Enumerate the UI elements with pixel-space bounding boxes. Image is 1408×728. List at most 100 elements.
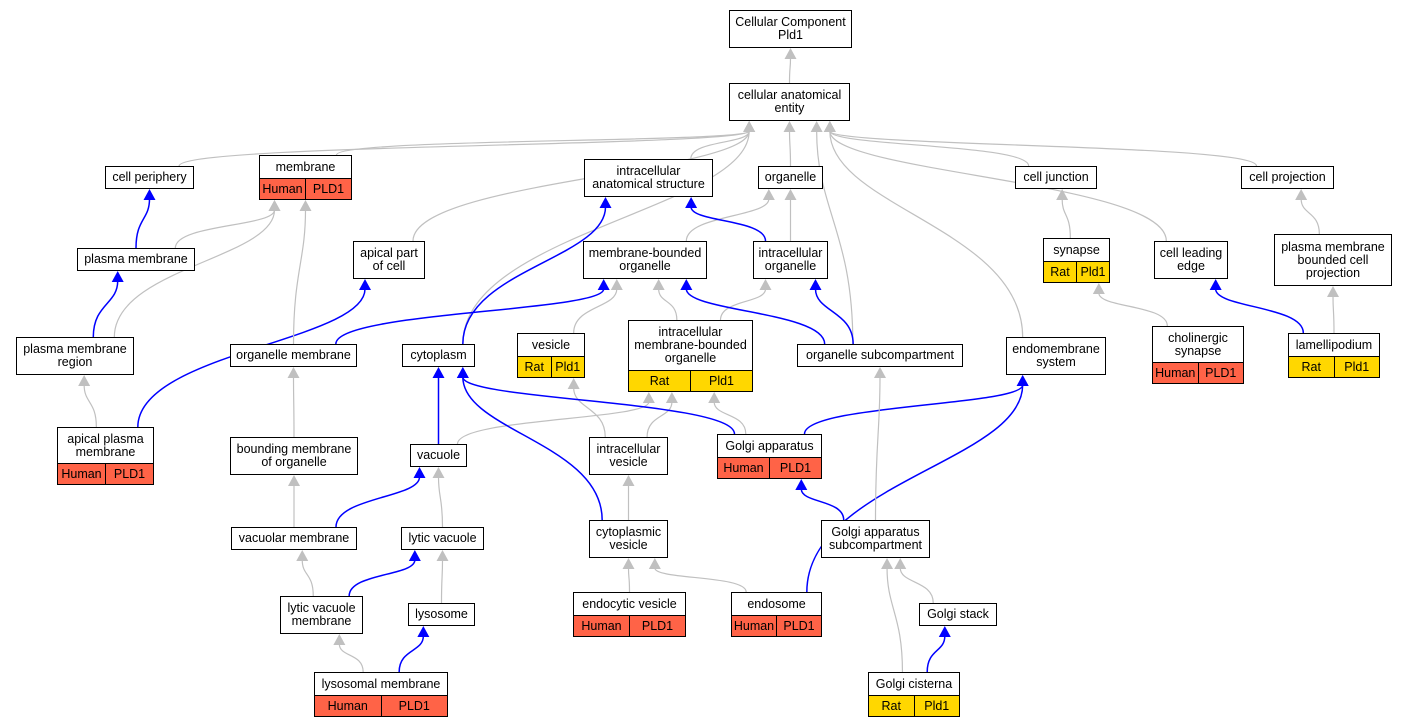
node-label: lysosome	[415, 607, 468, 621]
species-cell: Rat	[629, 371, 690, 391]
node-label: synapse	[1053, 242, 1100, 257]
arrowhead	[432, 467, 445, 478]
arrowhead	[680, 279, 693, 290]
arrowhead	[567, 378, 580, 389]
node-label: vesicle	[609, 538, 648, 552]
species-cell: Human	[732, 616, 776, 636]
edge-organelle-subcompartment-to-mbo	[685, 288, 826, 345]
arrowhead	[432, 367, 445, 378]
node-label: lytic vacuole	[408, 531, 477, 545]
node-organelle-membrane[interactable]: organelle membrane	[230, 344, 357, 367]
node-plasma-membrane[interactable]: plasma membrane	[77, 248, 195, 271]
node-label: intracellular	[596, 442, 661, 456]
gene-cell: PLD1	[629, 616, 685, 636]
node-label: lamellipodium	[1295, 337, 1373, 352]
node-label: bounding membrane	[236, 442, 352, 456]
arrowhead	[436, 550, 449, 561]
edge-organelle-subcompartment-to-cae	[816, 130, 854, 345]
species-cell: Human	[315, 696, 381, 716]
arrowhead	[333, 634, 346, 645]
node-label: organelle membrane	[236, 348, 351, 362]
edge-endosome-to-cytoplasmic-vesicle	[654, 567, 747, 593]
edge-imbo-to-intracellular-organelle	[719, 288, 767, 321]
arrowhead	[810, 121, 823, 132]
edge-apical-part-to-cae	[412, 130, 750, 242]
node-cell-projection[interactable]: cell projection	[1241, 166, 1334, 189]
node-cell-periphery[interactable]: cell periphery	[105, 166, 194, 189]
arrowhead	[708, 392, 721, 403]
node-label: bounded cell	[1297, 252, 1369, 267]
arrowhead	[759, 279, 772, 290]
node-golgi-stack[interactable]: Golgi stack	[919, 603, 997, 626]
node-vacuolar-membrane[interactable]: vacuolar membrane	[231, 527, 357, 550]
edge-cell-junction-to-cae	[829, 130, 1030, 167]
node-label: intracellular	[658, 325, 723, 339]
gene-cell: PLD1	[769, 458, 821, 478]
edge-ias-to-cae	[690, 130, 750, 160]
node-label: vesicle	[531, 337, 571, 352]
node-label: Golgi apparatus	[831, 525, 920, 539]
node-label: membrane	[291, 614, 352, 628]
arrowhead	[938, 626, 951, 637]
edge-membrane-to-cae	[335, 130, 750, 156]
node-label: vacuole	[416, 448, 461, 462]
edge-cholinergic-synapse-to-synapse	[1098, 292, 1168, 327]
node-organelle[interactable]: organelle	[758, 166, 823, 189]
arrowhead	[1295, 189, 1308, 200]
edge-apical-pm-to-pm-region	[83, 384, 97, 428]
edge-pmbcp-to-cell-projection	[1300, 198, 1320, 235]
edge-organelle-to-cae	[788, 130, 792, 167]
edge-cytoplasmic-vesicle-to-cytoplasm	[462, 376, 603, 521]
node-label: Golgi cisterna	[875, 676, 953, 691]
node-lytic-vacuole[interactable]: lytic vacuole	[401, 527, 484, 550]
edge-pm-region-to-plasma-membrane	[92, 280, 119, 338]
edge-organelle-membrane-to-mbo	[335, 288, 605, 345]
node-cell-junction[interactable]: cell junction	[1015, 166, 1097, 189]
edge-golgi-to-imbo	[713, 401, 747, 435]
arrowhead	[652, 279, 665, 290]
gene-cell: PLD1	[776, 616, 821, 636]
node-vacuole[interactable]: vacuole	[410, 444, 467, 467]
edge-synapse-to-cell-junction	[1061, 198, 1071, 239]
node-organelle-subcompartment[interactable]: organelle subcompartment	[797, 344, 963, 367]
arrowhead	[622, 558, 635, 569]
arrowhead	[597, 279, 610, 290]
node-cytoplasm[interactable]: cytoplasm	[402, 344, 475, 367]
edge-golgi-cisterna-to-golgi-sub	[886, 567, 904, 673]
arrowhead	[809, 279, 822, 290]
node-lysosome[interactable]: lysosome	[408, 603, 475, 626]
node-label: anatomical structure	[592, 177, 705, 191]
gene-cell: Pld1	[1333, 357, 1379, 377]
arrowhead	[288, 475, 300, 486]
edge-golgi-stack-to-golgi-sub	[899, 567, 934, 604]
gene-cell: PLD1	[380, 696, 447, 716]
node-label: membrane	[75, 444, 136, 459]
